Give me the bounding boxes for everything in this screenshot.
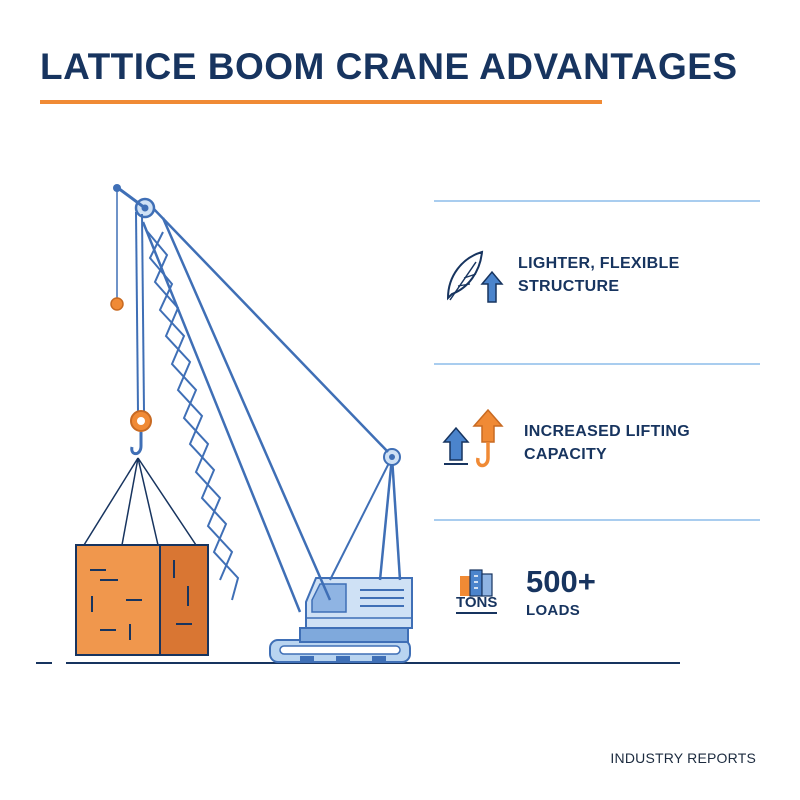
crane-cab [305,577,413,629]
building-chart-icon [460,569,493,597]
lattice-boom [141,217,332,613]
feather-up-arrow-icon [446,250,504,303]
page-title: LATTICE BOOM CRANE ADVANTAGES [40,46,738,87]
tons-label: TONS [456,594,498,614]
feature-lighter-structure: LIGHTER, FLEXIBLE STRUCTURE [440,246,780,316]
divider [434,363,760,365]
crane-tracks [269,639,411,663]
title-underline [40,100,602,104]
feature-line: CAPACITY [524,446,607,463]
hook-block [130,410,152,456]
capacity-value: 500+ [526,564,596,599]
hook-ball [110,297,124,311]
feature-line: INCREASED LIFTING [524,423,690,440]
crane-base [299,627,409,643]
loads-label: LOADS [526,602,580,619]
feature-lifting-capacity: INCREASED LIFTING CAPACITY [440,408,780,478]
feature-line: LIGHTER, FLEXIBLE [518,255,680,272]
source-footer: INDUSTRY REPORTS [610,750,756,766]
feature-load-tonnage: TONS 500+ LOADS [440,564,780,636]
divider [434,200,760,202]
cargo-crate [75,544,209,656]
feature-line: STRUCTURE [518,278,620,295]
divider [434,519,760,521]
arrows-hook-icon [442,408,504,468]
